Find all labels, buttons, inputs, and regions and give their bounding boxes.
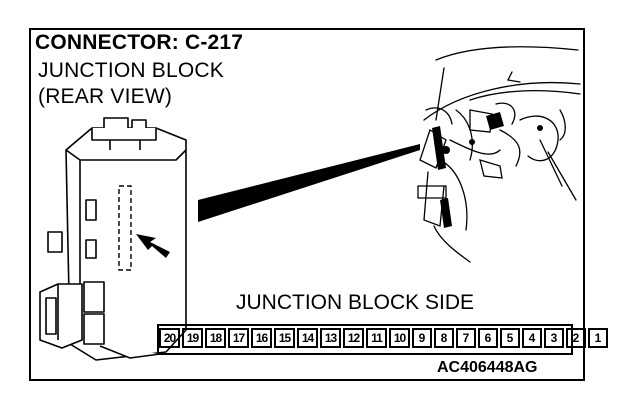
wire-harness-fill [432,112,543,228]
connector-pin-16: 16 [251,328,272,348]
connector-pin-5: 5 [500,328,520,348]
view-label: (REAR VIEW) [38,85,173,108]
connector-pin-4: 4 [522,328,542,348]
component-name: JUNCTION BLOCK [38,59,224,82]
connector-pin-3: 3 [544,328,564,348]
connector-title: CONNECTOR: C-217 [35,31,244,54]
dashboard-drawing [417,46,581,263]
figure-frame [29,28,585,381]
connector-pin-20: 20 [159,328,180,348]
connector-side-label: JUNCTION BLOCK SIDE [236,291,475,314]
arrow-icon [136,234,170,258]
connector-pin-2: 2 [566,328,586,348]
location-pointer-wedge [198,144,420,222]
connector-pin-9: 9 [412,328,432,348]
connector-pin-19: 19 [182,328,203,348]
connector-pin-6: 6 [478,328,498,348]
connector-pin-13: 13 [320,328,341,348]
connector-pin-15: 15 [274,328,295,348]
connector-pin-7: 7 [456,328,476,348]
connector-pin-17: 17 [228,328,249,348]
connector-pin-12: 12 [343,328,364,348]
junction-block-drawing [39,117,187,361]
connector-face-outline [157,324,573,355]
connector-pin-11: 11 [366,328,387,348]
connector-pin-8: 8 [434,328,454,348]
connector-pin-10: 10 [389,328,410,348]
connector-pin-14: 14 [297,328,318,348]
connector-pin-1: 1 [588,328,608,348]
figure-code: AC406448AG [437,359,538,376]
connector-pin-18: 18 [205,328,226,348]
